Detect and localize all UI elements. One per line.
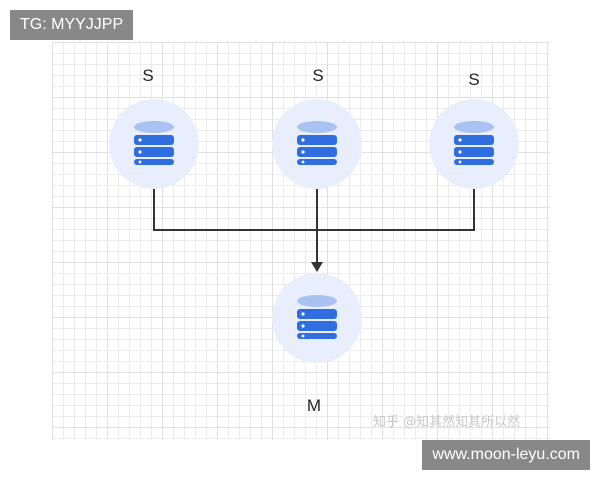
node-label-s2: S (312, 66, 324, 85)
master-node (272, 273, 362, 363)
bottom-url-tag: www.moon-leyu.com (422, 440, 590, 470)
database-icon (297, 295, 337, 339)
node-label-s1: S (142, 66, 154, 85)
arrowhead-master (311, 262, 323, 272)
database-icon (297, 121, 337, 165)
database-icon (454, 121, 494, 165)
database-icon (134, 121, 174, 165)
node-label-m: M (306, 396, 322, 415)
top-tag: TG: MYYJJPP (10, 10, 134, 40)
slave-node-1 (109, 99, 199, 189)
slave-node-3 (429, 99, 519, 189)
slave-node-2 (272, 99, 362, 189)
watermark-text: 知乎 @知其然知其所以然 (373, 415, 521, 430)
edge-right-to-master (317, 188, 475, 231)
edge-left-to-master (153, 188, 317, 231)
node-label-s3: S (468, 70, 480, 89)
